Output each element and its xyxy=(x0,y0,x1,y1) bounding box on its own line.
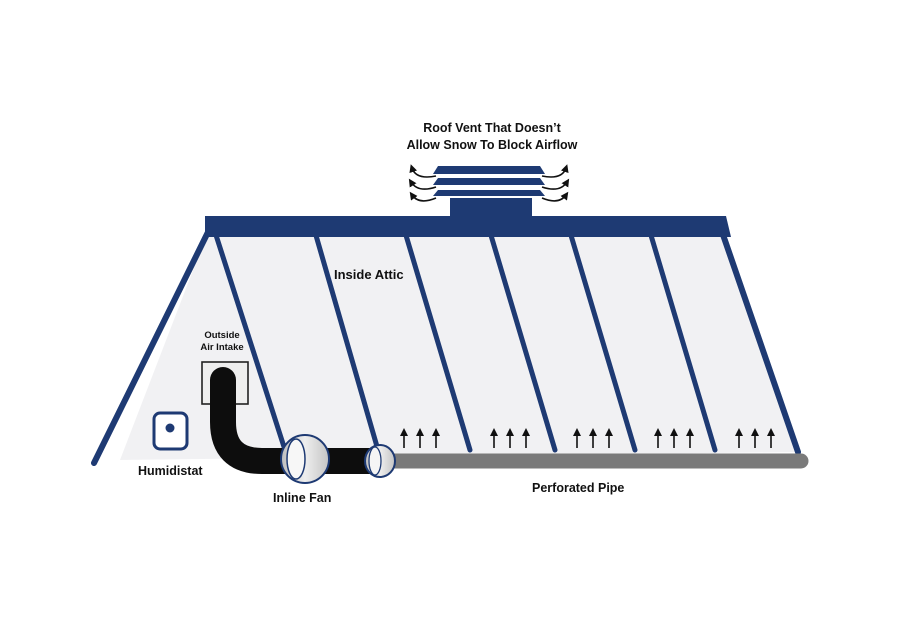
vent-louver xyxy=(433,178,545,185)
attic-interior xyxy=(120,226,800,460)
vent-louver xyxy=(433,190,545,196)
outside-air-intake-label-line2: Air Intake xyxy=(200,342,244,353)
rafter xyxy=(647,229,718,453)
rafter xyxy=(212,229,288,453)
roof-right-slope xyxy=(717,223,801,455)
humidistat-dial xyxy=(165,423,175,433)
perforated-pipe-label: Perforated Pipe xyxy=(532,481,625,495)
outside-air-intake-label: Outside Air Intake xyxy=(194,330,250,354)
roof-left-slope xyxy=(91,221,215,466)
humidistat-label: Humidistat xyxy=(138,464,203,478)
fan-face xyxy=(286,438,306,480)
rafter xyxy=(487,229,558,453)
roof-vent-label: Roof Vent That Doesn’t Allow Snow To Blo… xyxy=(394,120,590,154)
roof-vent xyxy=(433,166,545,220)
humidistat-icon xyxy=(152,411,189,451)
roof xyxy=(91,216,801,466)
intake-duct xyxy=(210,367,305,474)
roof-vent-label-line1: Roof Vent That Doesn’t xyxy=(423,121,561,135)
rafter xyxy=(567,229,638,453)
curved-arrow-icon xyxy=(541,164,569,178)
curved-arrow-icon xyxy=(409,191,437,202)
curved-arrow-icon xyxy=(541,191,569,202)
outside-air-intake-label-line1: Outside xyxy=(204,330,240,341)
pipe-coupling xyxy=(364,444,396,478)
pipe-airflow xyxy=(400,428,775,448)
coupling-face xyxy=(368,446,382,476)
vent-louver xyxy=(433,166,545,174)
roof-ridge xyxy=(205,216,731,237)
inline-fan-label: Inline Fan xyxy=(273,491,332,505)
vent-base xyxy=(450,198,532,220)
vent-airflow xyxy=(408,164,570,202)
curved-arrow-icon xyxy=(541,178,570,190)
curved-arrow-icon xyxy=(409,164,437,178)
rafters xyxy=(212,229,718,453)
inline-fan-icon xyxy=(280,434,330,484)
rafter xyxy=(312,229,381,453)
rafter xyxy=(402,229,473,453)
curved-arrow-icon xyxy=(408,178,437,190)
inside-attic-label: Inside Attic xyxy=(334,267,404,282)
roof-vent-label-line2: Allow Snow To Block Airflow xyxy=(406,138,578,152)
